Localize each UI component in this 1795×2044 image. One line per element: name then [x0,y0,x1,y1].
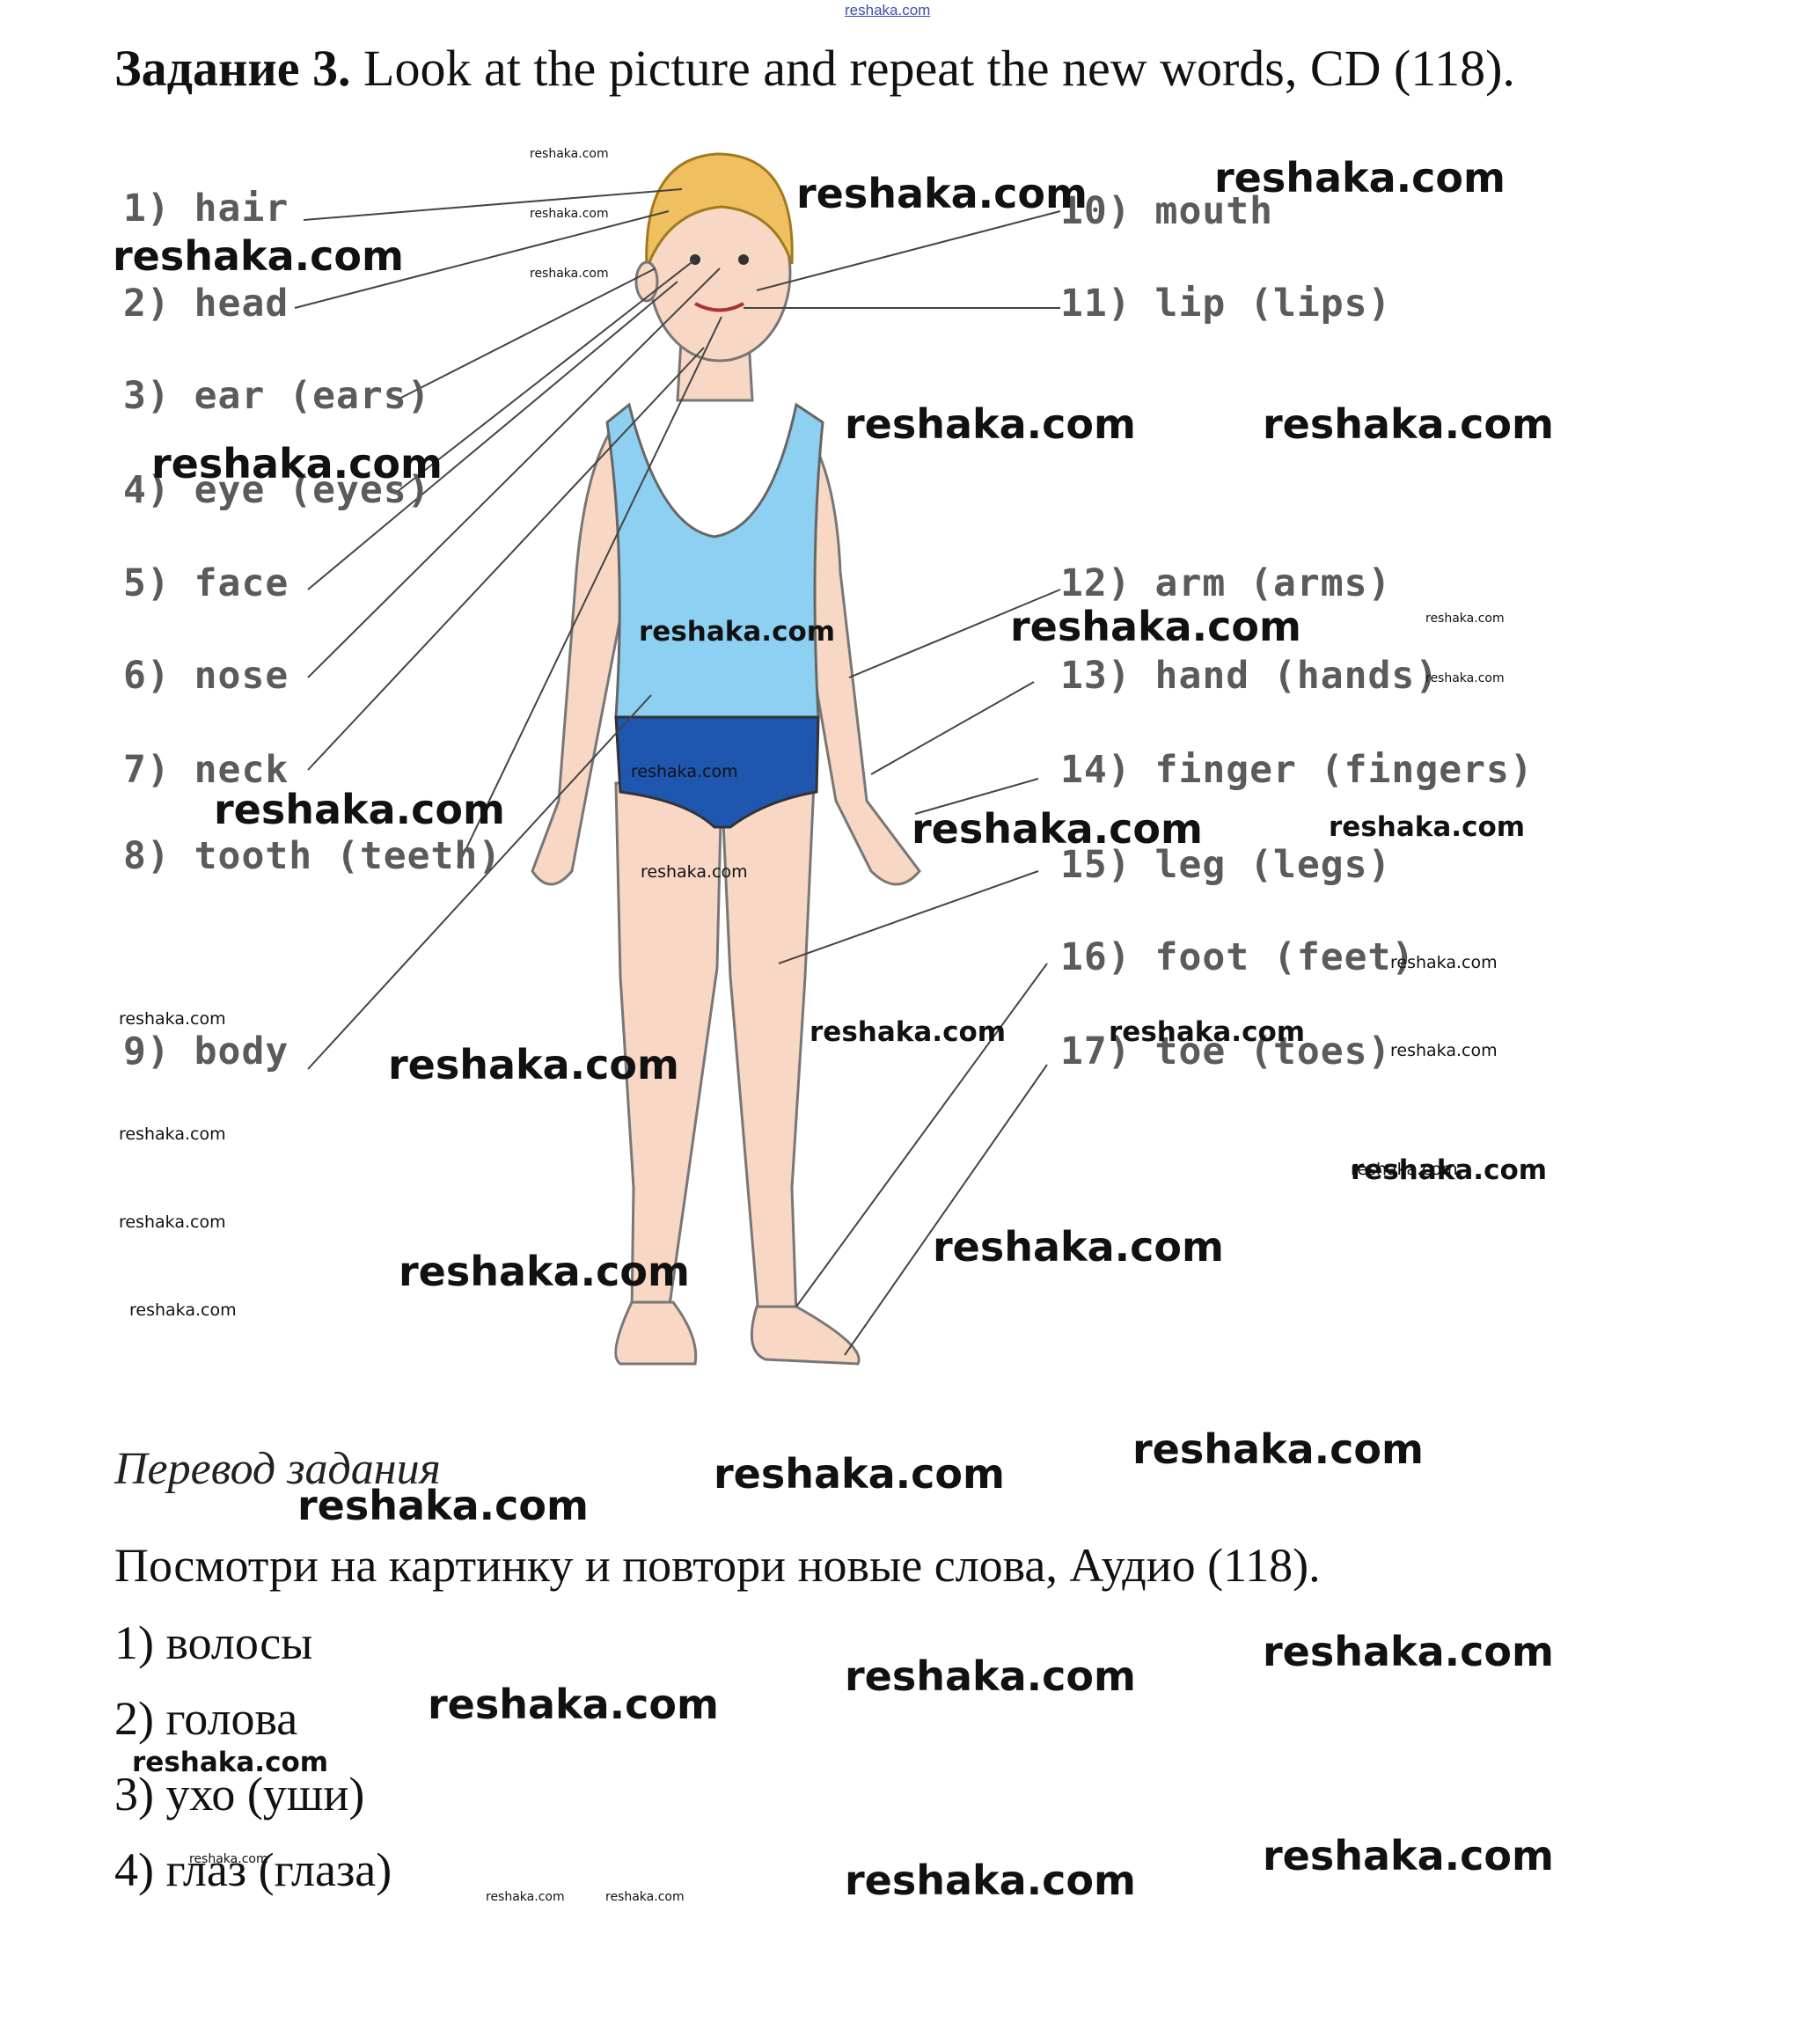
watermark: reshaka.com [933,1223,1224,1271]
watermark: reshaka.com [151,440,443,487]
watermark: reshaka.com [1263,1832,1554,1879]
watermark: reshaka.com [1390,1041,1498,1060]
watermark: reshaka.com [297,1482,589,1529]
label-head: 2) head [123,282,289,326]
watermark: reshaka.com [119,1125,226,1144]
watermark: reshaka.com [1214,154,1506,201]
translation-text: Посмотри на картинку и повтори новые сло… [114,1539,1321,1592]
watermark: reshaka.com [1132,1425,1424,1473]
label-arm: 12) arm (arms) [1060,561,1392,605]
watermark: reshaka.com [1425,671,1505,685]
watermark: reshaka.com [189,1852,268,1866]
watermark: reshaka.com [1390,953,1498,972]
task-number: Задание 3. [114,40,351,97]
watermark: reshaka.com [428,1681,719,1728]
label-eye: 4) eye (eyes) [123,468,431,512]
translation-heading: Перевод задания [114,1444,441,1494]
watermark: reshaka.com [810,1016,1007,1048]
watermark: reshaka.com [1351,1154,1548,1186]
watermark: reshaka.com [1109,1016,1306,1048]
watermark: reshaka.com [132,1747,329,1778]
watermark: reshaka.com [119,1212,226,1232]
label-nose: 6) nose [123,654,289,698]
watermark: reshaka.com [388,1041,679,1088]
top-link[interactable]: reshaka.com [845,2,931,18]
watermark: reshaka.com [845,1652,1136,1700]
watermark: reshaka.com [399,1248,690,1295]
watermark: reshaka.com [1425,612,1505,626]
label-foot: 16) foot (feet) [1060,935,1416,979]
label-leg: 15) leg (legs) [1060,843,1392,887]
watermark: reshaka.com [129,1300,237,1320]
label-neck: 7) neck [123,748,289,792]
body-parts-figure: 1) hair 2) head 3) ear (ears) 4) eye (ey… [0,132,1795,1408]
watermark: reshaka.com [605,1890,685,1904]
watermark: reshaka.com [486,1890,565,1904]
watermark: reshaka.com [1351,1160,1458,1179]
task-title: Задание 3. Look at the picture and repea… [114,39,1515,98]
watermark: reshaka.com [530,267,609,281]
label-lip: 11) lip (lips) [1060,282,1392,326]
translation-item: 3) ухо (уши) [114,1768,365,1821]
watermark: reshaka.com [530,207,609,221]
label-hand: 13) hand (hands) [1060,654,1440,698]
watermark: reshaka.com [845,400,1136,448]
watermark: reshaka.com [639,616,836,648]
label-body: 9) body [123,1029,289,1073]
watermark: reshaka.com [845,1857,1136,1904]
translation-item: 2) голова [114,1692,298,1745]
translation-item: 4) глаз (глаза) [114,1843,392,1896]
watermark: reshaka.com [796,170,1088,217]
label-toe: 17) toe (toes) [1060,1029,1392,1073]
label-hair: 1) hair [123,187,289,231]
label-mouth: 10) mouth [1060,189,1273,233]
label-tooth: 8) tooth (teeth) [123,834,502,878]
boy-illustration [294,152,1061,1366]
watermark: reshaka.com [1263,1628,1554,1675]
translation-item: 1) волосы [114,1616,313,1669]
watermark: reshaka.com [1263,400,1554,448]
watermark: reshaka.com [113,232,404,280]
watermark: reshaka.com [214,786,505,833]
watermark: reshaka.com [1329,811,1526,843]
label-ear: 3) ear (ears) [123,374,431,418]
watermark: reshaka.com [119,1009,226,1029]
watermark: reshaka.com [530,147,609,161]
watermark: reshaka.com [641,862,748,882]
watermark: reshaka.com [631,762,738,781]
label-finger: 14) finger (fingers) [1060,748,1534,792]
watermark: reshaka.com [1010,603,1301,650]
label-face: 5) face [123,561,289,605]
task-text: Look at the picture and repeat the new w… [350,40,1515,97]
watermark: reshaka.com [912,805,1203,853]
watermark: reshaka.com [714,1450,1005,1498]
